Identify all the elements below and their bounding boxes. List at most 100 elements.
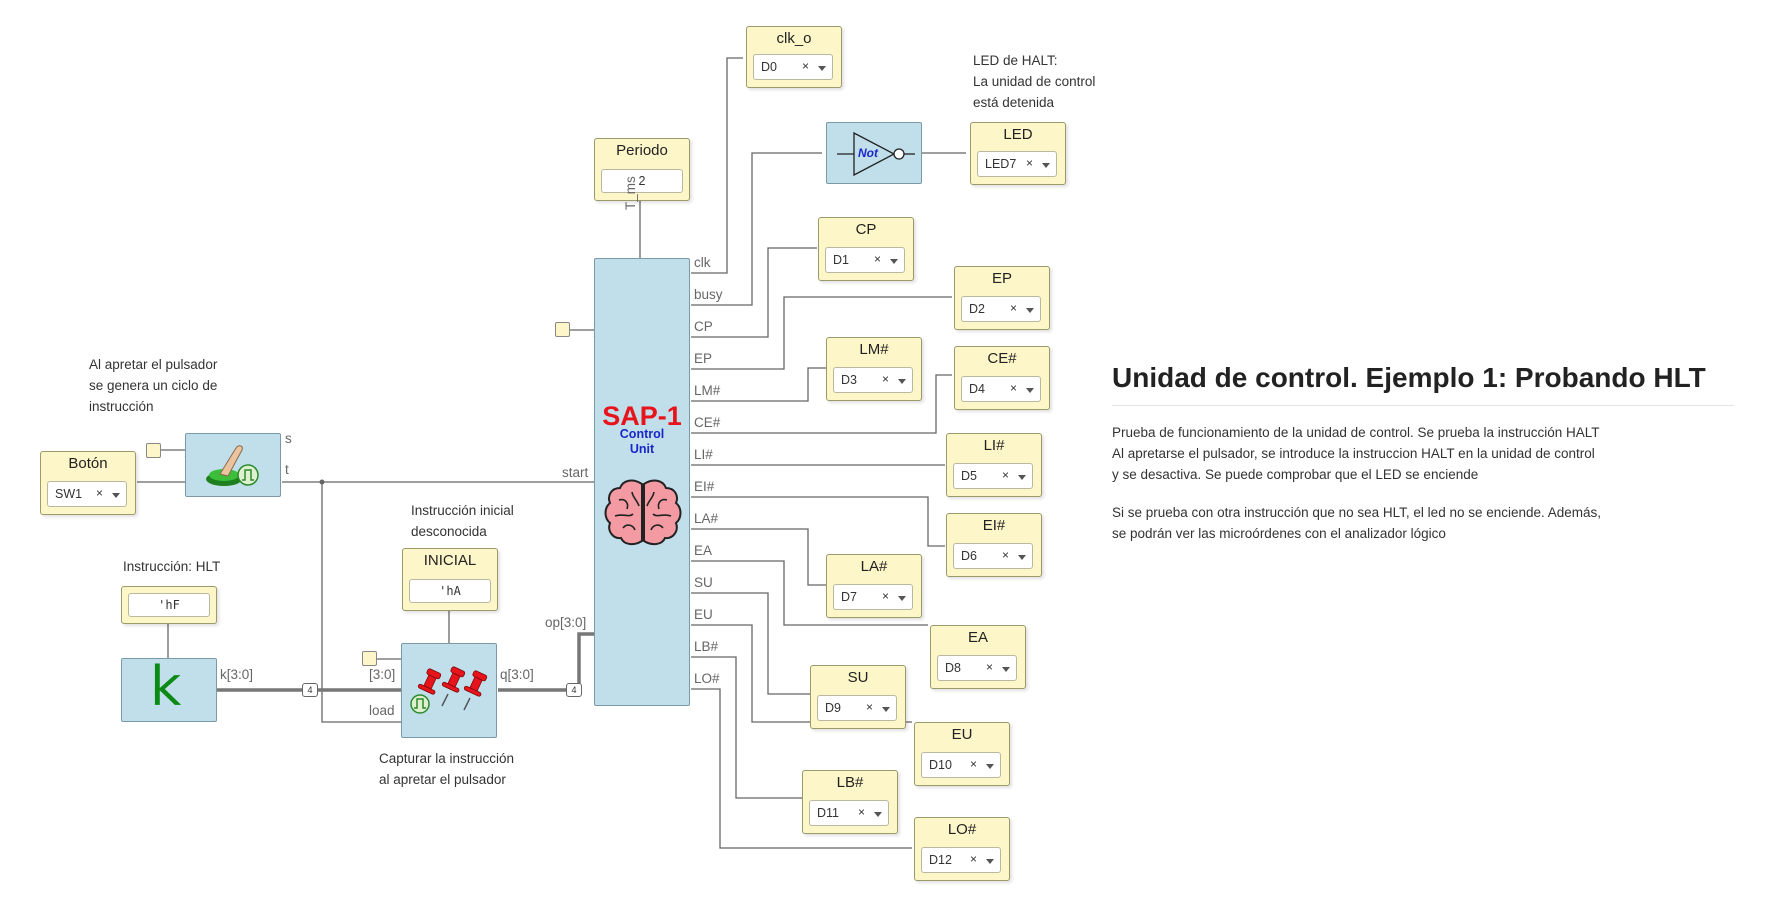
chevron-down-icon[interactable] [1026,388,1034,393]
pin-value: D4 [969,382,985,396]
clock-input-square[interactable] [362,651,377,666]
clear-icon[interactable]: × [865,700,873,714]
pin-value: D11 [817,806,840,820]
periodo-block[interactable]: Periodo 2 [594,138,690,201]
clk-o-output-block[interactable]: clk_o D0 × [746,26,842,88]
chevron-down-icon[interactable] [890,259,898,264]
chevron-down-icon[interactable] [898,379,906,384]
boton-input-block[interactable]: Botón SW1× [40,451,136,515]
pin-select[interactable]: LED7× [977,151,1057,177]
block-title: EI# [982,517,1006,534]
inicial-input[interactable]: 'hA [409,579,491,603]
la-output-block[interactable]: LA# D7× [826,554,922,618]
ce-output-block[interactable]: CE# D4× [954,346,1050,410]
clear-icon[interactable]: × [857,805,865,819]
port-label-load: load [369,703,395,718]
pin-value: D2 [969,302,985,316]
constant-input[interactable]: 'hF [128,593,210,617]
block-title: EA [967,629,988,646]
chevron-down-icon[interactable] [818,66,826,71]
control-unit-subtitle: Control Unit [619,427,665,456]
pin-select[interactable]: D6× [953,543,1033,569]
periodo-input[interactable]: 2 [601,169,683,193]
pin-select[interactable]: D7 × [833,584,913,610]
eu-output-block[interactable]: EU D10× [914,722,1010,786]
port-label-s: s [285,431,292,446]
block-title: LM# [859,341,889,358]
chevron-down-icon[interactable] [986,764,994,769]
clear-icon[interactable]: × [95,486,103,500]
pin-select[interactable]: D4 × [961,376,1041,402]
chevron-down-icon[interactable] [986,859,994,864]
chevron-down-icon[interactable] [1018,555,1026,560]
push-button-block[interactable] [185,433,281,497]
li-output-block[interactable]: LI# D5× [946,433,1042,497]
cp-output-block[interactable]: CP D1× [818,217,914,281]
constant-k-block[interactable]: k [121,655,217,722]
ei-output-block[interactable]: EI# D6× [946,513,1042,577]
clear-icon[interactable]: × [1001,548,1009,562]
chevron-down-icon[interactable] [112,493,120,498]
block-title: EP [991,270,1012,287]
pin-select[interactable]: SW1× [47,481,127,507]
port-label-start: start [562,465,589,480]
clock-input-square[interactable] [555,322,570,337]
pin-select[interactable]: D11 × [809,800,889,826]
port-label-output: CP [694,319,713,334]
chevron-down-icon[interactable] [1018,475,1026,480]
clear-icon[interactable]: × [881,372,889,386]
pin-value: D0 [761,60,777,74]
chevron-down-icon[interactable] [1042,163,1050,168]
clear-icon[interactable]: × [1001,468,1009,482]
register-block[interactable] [401,643,497,738]
pin-value: D7 [841,590,857,604]
clear-icon[interactable]: × [801,59,809,73]
chevron-down-icon[interactable] [898,596,906,601]
title-divider [1112,405,1734,406]
instruccion-note: Instrucción: HLT [123,559,221,574]
block-title: clk_o [776,30,812,47]
port-label-output: EA [694,543,713,558]
clear-icon[interactable]: × [969,757,977,771]
inicial-block[interactable]: INICIAL 'hA [402,548,498,611]
su-output-block[interactable]: SU D9× [810,665,906,729]
not-gate-block[interactable]: Not [826,122,922,184]
pin-select[interactable]: D3× [833,367,913,393]
chevron-down-icon[interactable] [1026,308,1034,313]
clear-icon[interactable]: × [969,852,977,866]
clear-icon[interactable]: × [1009,381,1017,395]
pin-select[interactable]: D8 × [937,655,1017,681]
pin-value: D8 [945,661,961,675]
pin-select[interactable]: D9× [817,695,897,721]
port-label-output: EU [694,607,713,622]
clear-icon[interactable]: × [881,589,889,603]
constant-value-block[interactable]: 'hF [121,586,217,624]
chevron-down-icon[interactable] [874,812,882,817]
port-label-op: op[3:0] [545,615,587,630]
sap1-control-unit[interactable]: SAP-1 Control Unit [594,258,690,706]
clear-icon[interactable]: × [873,252,881,266]
lo-output-block[interactable]: LO# D12× [914,817,1010,881]
ep-output-block[interactable]: EP D2 × [954,266,1050,330]
description-paragraph-1: Prueba de funcionamiento de la unidad de… [1112,425,1600,482]
clear-icon[interactable]: × [1025,156,1033,170]
pin-value: D10 [929,758,952,772]
pin-select[interactable]: D1× [825,247,905,273]
pin-select[interactable]: D5× [953,463,1033,489]
pin-select[interactable]: D0 × [753,54,833,80]
clear-icon[interactable]: × [1009,301,1017,315]
lb-output-block[interactable]: LB# D11× [802,770,898,834]
pin-value: D12 [929,853,952,867]
pin-select[interactable]: D2 × [961,296,1041,322]
chevron-down-icon[interactable] [882,707,890,712]
led-output-block[interactable]: LED LED7× [970,122,1066,185]
brain-icon [604,479,682,546]
lm-output-block[interactable]: LM# D3× [826,337,922,401]
clock-input-square[interactable] [146,443,161,458]
chevron-down-icon[interactable] [1002,667,1010,672]
ea-output-block[interactable]: EA D8 × [930,625,1026,689]
clear-icon[interactable]: × [985,660,993,674]
pin-select[interactable]: D12 × [921,847,1001,873]
pin-select[interactable]: D10 × [921,752,1001,778]
